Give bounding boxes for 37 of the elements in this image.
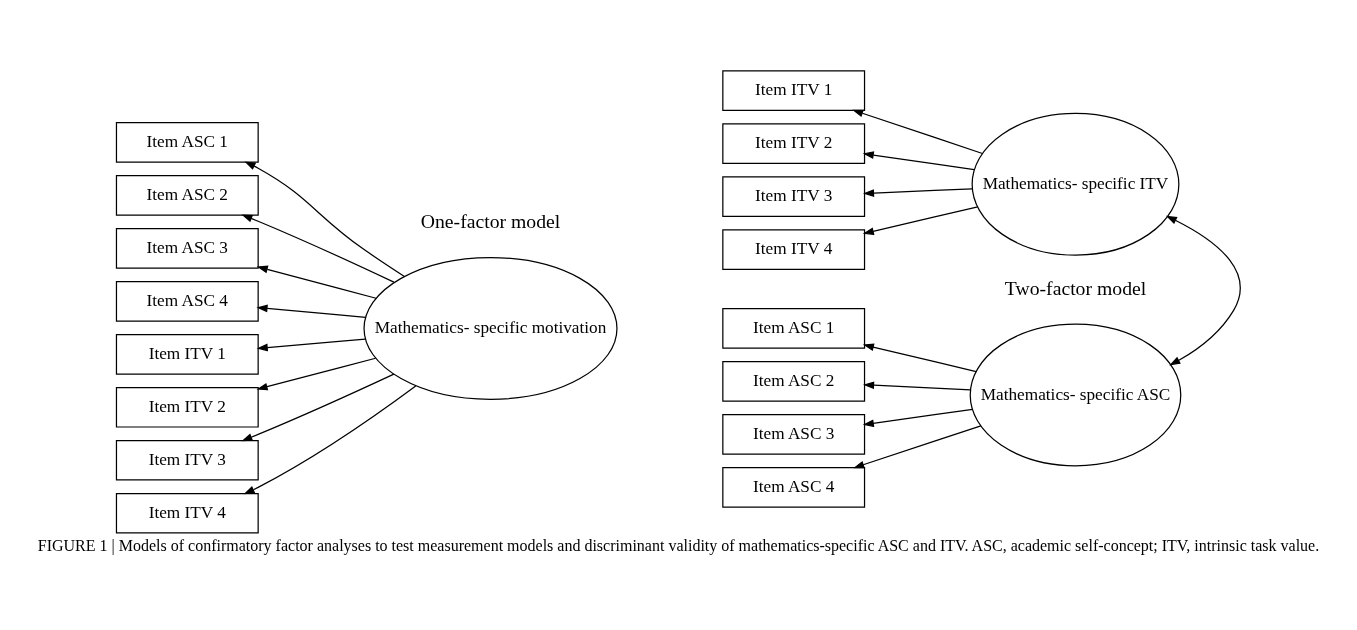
- node-box: Item ASC 1: [722, 307, 866, 349]
- arrow: [852, 109, 984, 154]
- arrow: [241, 373, 395, 441]
- node-box: Item ITV 1: [722, 69, 866, 111]
- arrow: [256, 304, 367, 318]
- arrow: [853, 424, 982, 468]
- node-box: Item ITV 2: [722, 122, 866, 164]
- node-box: Item ITV 2: [115, 386, 259, 428]
- node-box: Item ASC 2: [722, 360, 866, 402]
- node-box: Item ASC 3: [722, 413, 866, 455]
- node-box: Item ITV 3: [115, 439, 259, 481]
- arrow: [241, 213, 395, 283]
- node-box: Item ITV 4: [115, 492, 259, 534]
- node-box: Item ITV 3: [722, 175, 866, 217]
- arrow: [256, 357, 377, 390]
- node-box: Item ASC 2: [115, 174, 259, 216]
- node-box: Item ASC 4: [722, 466, 866, 508]
- node-box: Item ITV 1: [115, 333, 259, 375]
- arrow: [1165, 215, 1241, 365]
- arrow: [862, 150, 975, 170]
- arrow: [256, 265, 377, 299]
- node-box: Item ASC 4: [115, 280, 259, 322]
- arrow: [862, 342, 977, 372]
- arrow: [256, 338, 366, 351]
- node-box: Item ASC 1: [115, 121, 259, 163]
- arrow: [862, 187, 973, 197]
- label: Two-factor model: [1004, 276, 1147, 299]
- caption: FIGURE 1 | Models of confirmatory factor analyses to test measurement models and discriminant validity of mathematics-specific ASC and ITV. ASC, academic self-concept; ITV, intrinsic task value.: [37, 536, 1320, 554]
- node-box: Item ASC 3: [115, 227, 259, 269]
- arrow: [862, 205, 979, 235]
- node-ellipse: Mathematics- specific motivation: [363, 256, 618, 400]
- arrow: [244, 160, 406, 277]
- arrow: [863, 380, 972, 391]
- arrow: [862, 408, 974, 427]
- node-box: Item ITV 4: [722, 228, 866, 270]
- arrow: [243, 384, 417, 494]
- label: One-factor model: [420, 209, 561, 232]
